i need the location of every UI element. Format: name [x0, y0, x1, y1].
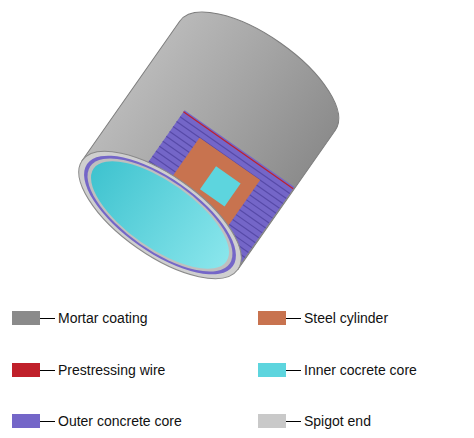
steel-ring	[70, 138, 249, 293]
legend-text: Inner cocrete core	[304, 362, 417, 378]
legend-swatch	[258, 311, 286, 325]
legend-text: Steel cylinder	[304, 310, 388, 326]
legend-swatch	[12, 311, 40, 325]
legend-text: Mortar coating	[58, 310, 147, 326]
legend-leader	[40, 370, 55, 371]
legend-swatch	[258, 414, 286, 428]
legend-leader	[286, 421, 301, 422]
spigot-end	[59, 128, 261, 303]
legend-text: Prestressing wire	[58, 362, 165, 378]
inner-core-surface	[75, 142, 246, 289]
legend-swatch	[258, 363, 286, 377]
legend-leader	[286, 318, 301, 319]
outer-core-ring	[66, 134, 254, 297]
legend-leader	[286, 370, 301, 371]
legend-leader	[40, 421, 55, 422]
legend-text: Outer concrete core	[58, 413, 182, 429]
legend-text: Spigot end	[304, 413, 371, 429]
legend-swatch	[12, 363, 40, 377]
legend-swatch	[12, 414, 40, 428]
legend-leader	[40, 318, 55, 319]
pipe	[59, 0, 358, 302]
